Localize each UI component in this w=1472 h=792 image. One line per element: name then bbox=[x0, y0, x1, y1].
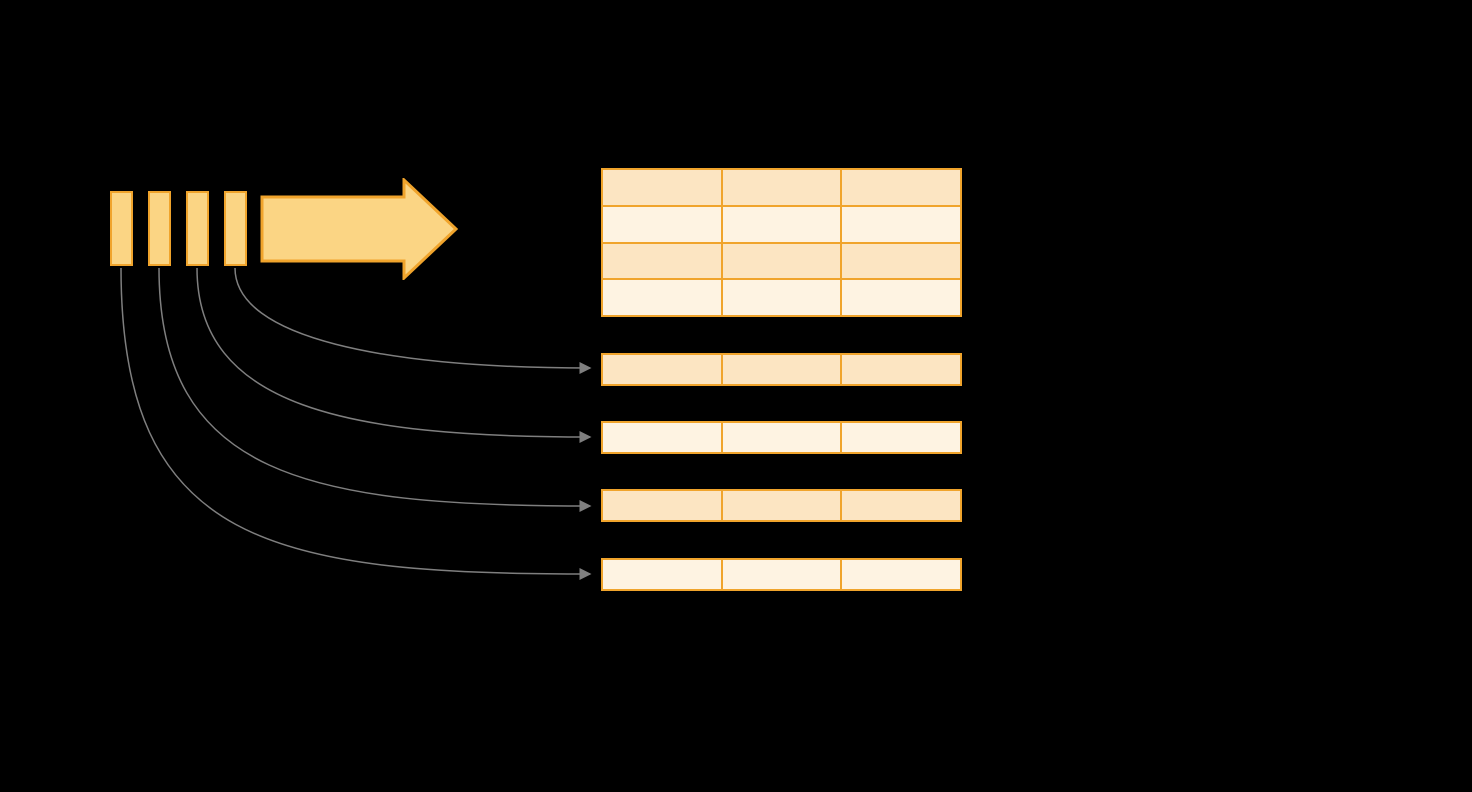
table-cell bbox=[603, 170, 721, 205]
row-table-3 bbox=[601, 489, 962, 522]
row-table-2 bbox=[601, 421, 962, 454]
table-cell bbox=[722, 206, 841, 242]
connector-arrow bbox=[158, 267, 592, 512]
table-cell bbox=[842, 423, 960, 452]
table-cell bbox=[603, 280, 721, 315]
flow-arrow-icon bbox=[260, 178, 459, 280]
table-cell bbox=[842, 243, 960, 279]
table-cell bbox=[603, 423, 721, 452]
table-cell bbox=[603, 491, 721, 520]
table-cell bbox=[842, 560, 960, 589]
table-cell bbox=[603, 560, 721, 589]
table-cell bbox=[722, 423, 841, 452]
flow-arrow bbox=[260, 178, 459, 280]
connector-arrow bbox=[196, 267, 592, 443]
table-cell bbox=[722, 491, 841, 520]
stream-bars bbox=[110, 191, 247, 266]
table-cell bbox=[603, 243, 721, 279]
stream-bar bbox=[110, 191, 133, 266]
table-cell bbox=[842, 280, 960, 315]
connector-arrow bbox=[234, 267, 592, 374]
table-cell bbox=[722, 280, 841, 315]
table-cell bbox=[842, 206, 960, 242]
connector-arrow bbox=[120, 267, 592, 580]
table-cell bbox=[842, 491, 960, 520]
stream-bar bbox=[224, 191, 247, 266]
row-table-1 bbox=[601, 353, 962, 386]
stream-bar bbox=[148, 191, 171, 266]
table-cell bbox=[722, 355, 841, 384]
table-cell bbox=[722, 560, 841, 589]
table-cell bbox=[603, 355, 721, 384]
table-cell bbox=[603, 206, 721, 242]
table-cell bbox=[842, 170, 960, 205]
stream-bar bbox=[186, 191, 209, 266]
table-cell bbox=[722, 170, 841, 205]
main-table bbox=[601, 168, 962, 317]
table-cell bbox=[842, 355, 960, 384]
row-table-4 bbox=[601, 558, 962, 591]
table-cell bbox=[722, 243, 841, 279]
